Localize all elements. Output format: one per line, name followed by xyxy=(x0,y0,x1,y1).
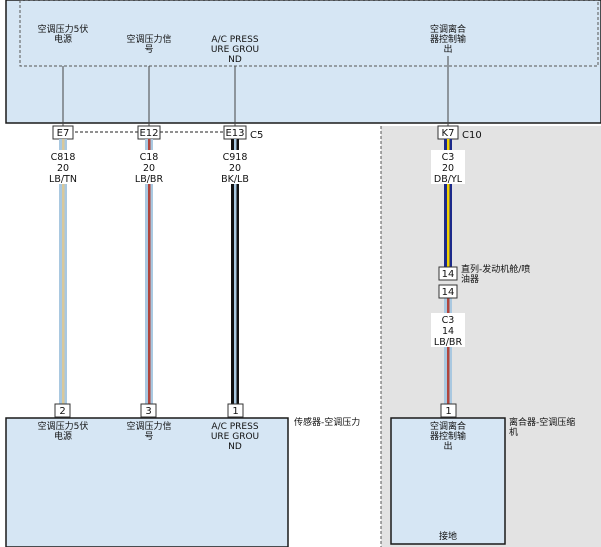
sensor-pin-1-box xyxy=(227,403,244,418)
top-pin-label-3c: ND xyxy=(228,55,242,65)
clutch-pin-label-c: 出 xyxy=(443,440,452,452)
clutch-title: 离合器-空调压缩 xyxy=(509,416,575,428)
sensor-pin-2-label: 空调压力5伏 xyxy=(38,420,89,432)
pin-e7-label: E7 xyxy=(57,128,70,139)
sensor-pin-3: 3 xyxy=(145,406,151,417)
top-pin-label-3b: URE GROU xyxy=(211,45,259,55)
sensor-pin-1-label: A/C PRESS xyxy=(211,422,258,432)
top-pin-label-4b: 器控制输 xyxy=(430,33,466,45)
wire-4-color: DB/YL xyxy=(434,174,463,185)
top-pin-label-3: A/C PRESS xyxy=(211,35,258,45)
top-pin-label-4: 空调离合 xyxy=(430,23,466,35)
sensor-pin-3-label-b: 号 xyxy=(144,431,153,442)
wire-label-bg-5 xyxy=(431,313,465,347)
wire-4-gauge: 20 xyxy=(442,163,454,174)
wire-3-color: BK/LB xyxy=(221,174,249,185)
pin-e13-label: E13 xyxy=(225,128,244,139)
wire-label-bg-1 xyxy=(44,150,82,184)
inline-pin-bottom: 14 xyxy=(442,287,455,298)
clutch-pin-label: 空调离合 xyxy=(430,420,466,432)
inline-connector-label-2: 油器 xyxy=(461,273,479,285)
wire-c818-stripe xyxy=(62,139,65,405)
sensor-pin-1-label-b: URE GROU xyxy=(211,432,259,442)
top-module-inner-dashed xyxy=(19,0,599,67)
wire-1-color: LB/TN xyxy=(49,174,77,185)
wire-5-gauge: 14 xyxy=(442,326,454,337)
clutch-pin-box xyxy=(440,403,457,418)
top-pin-label-2: 空调压力信 xyxy=(126,33,171,45)
wire-5-circuit: C3 xyxy=(442,315,455,326)
wire-c3-upper xyxy=(444,139,452,267)
wire-c918 xyxy=(231,139,239,405)
wire-c3-upper-stripe xyxy=(447,139,450,267)
connector-c10-label: C10 xyxy=(462,130,482,141)
sensor-pin-2: 2 xyxy=(59,406,65,417)
wire-3-gauge: 20 xyxy=(229,163,241,174)
connector-c5-label: C5 xyxy=(250,130,263,141)
inline-pin-top-box xyxy=(438,266,458,281)
wire-1-circuit: C818 xyxy=(51,152,76,163)
clutch-ground-label: 接地 xyxy=(439,530,457,542)
sensor-pin-2-label-b: 电源 xyxy=(54,430,72,442)
inline-pin-top: 14 xyxy=(442,269,455,280)
wire-5-color: LB/BR xyxy=(434,337,463,348)
clutch-pin: 1 xyxy=(445,406,451,417)
sensor-pin-1-label-c: ND xyxy=(228,442,242,452)
top-pin-label-2b: 号 xyxy=(144,44,153,55)
clutch-pin-label-b: 器控制输 xyxy=(430,430,466,442)
wire-1-gauge: 20 xyxy=(57,163,69,174)
sensor-pin-1: 1 xyxy=(232,406,238,417)
wire-2-gauge: 20 xyxy=(143,163,155,174)
pin-e12-label: E12 xyxy=(139,128,158,139)
wire-2-circuit: C18 xyxy=(140,152,159,163)
wire-c3-lower xyxy=(444,298,452,405)
wire-4-circuit: C3 xyxy=(442,152,455,163)
sensor-box xyxy=(5,417,289,547)
sensor-pin-2-box xyxy=(54,403,71,418)
top-module-box xyxy=(5,0,601,124)
wire-2-color: LB/BR xyxy=(135,174,164,185)
top-pin-label-4c: 出 xyxy=(443,43,452,55)
wire-c18-stripe xyxy=(148,139,151,405)
clutch-box xyxy=(390,417,506,545)
inline-connector-label: 直列-发动机舱/喷 xyxy=(461,263,530,275)
top-pin-label-1: 空调压力5伏 xyxy=(38,23,89,35)
wire-3-circuit: C918 xyxy=(223,152,248,163)
wire-label-bg-2 xyxy=(130,150,168,184)
pin-k7-label: K7 xyxy=(442,128,455,139)
wire-label-bg-3 xyxy=(216,150,254,184)
wire-c3-lower-stripe xyxy=(447,298,450,405)
wire-label-bg-4 xyxy=(431,150,465,184)
wire-c18 xyxy=(145,139,153,405)
clutch-title-b: 机 xyxy=(509,426,518,438)
inline-pin-bottom-box xyxy=(438,284,458,299)
wire-c918-stripe xyxy=(234,139,237,405)
sensor-title: 传感器-空调压力 xyxy=(294,416,360,428)
sensor-pin-3-box xyxy=(140,403,157,418)
sensor-pin-3-label: 空调压力信 xyxy=(126,420,171,432)
wire-c818 xyxy=(59,139,67,405)
top-pin-label-1b: 电源 xyxy=(54,33,72,45)
